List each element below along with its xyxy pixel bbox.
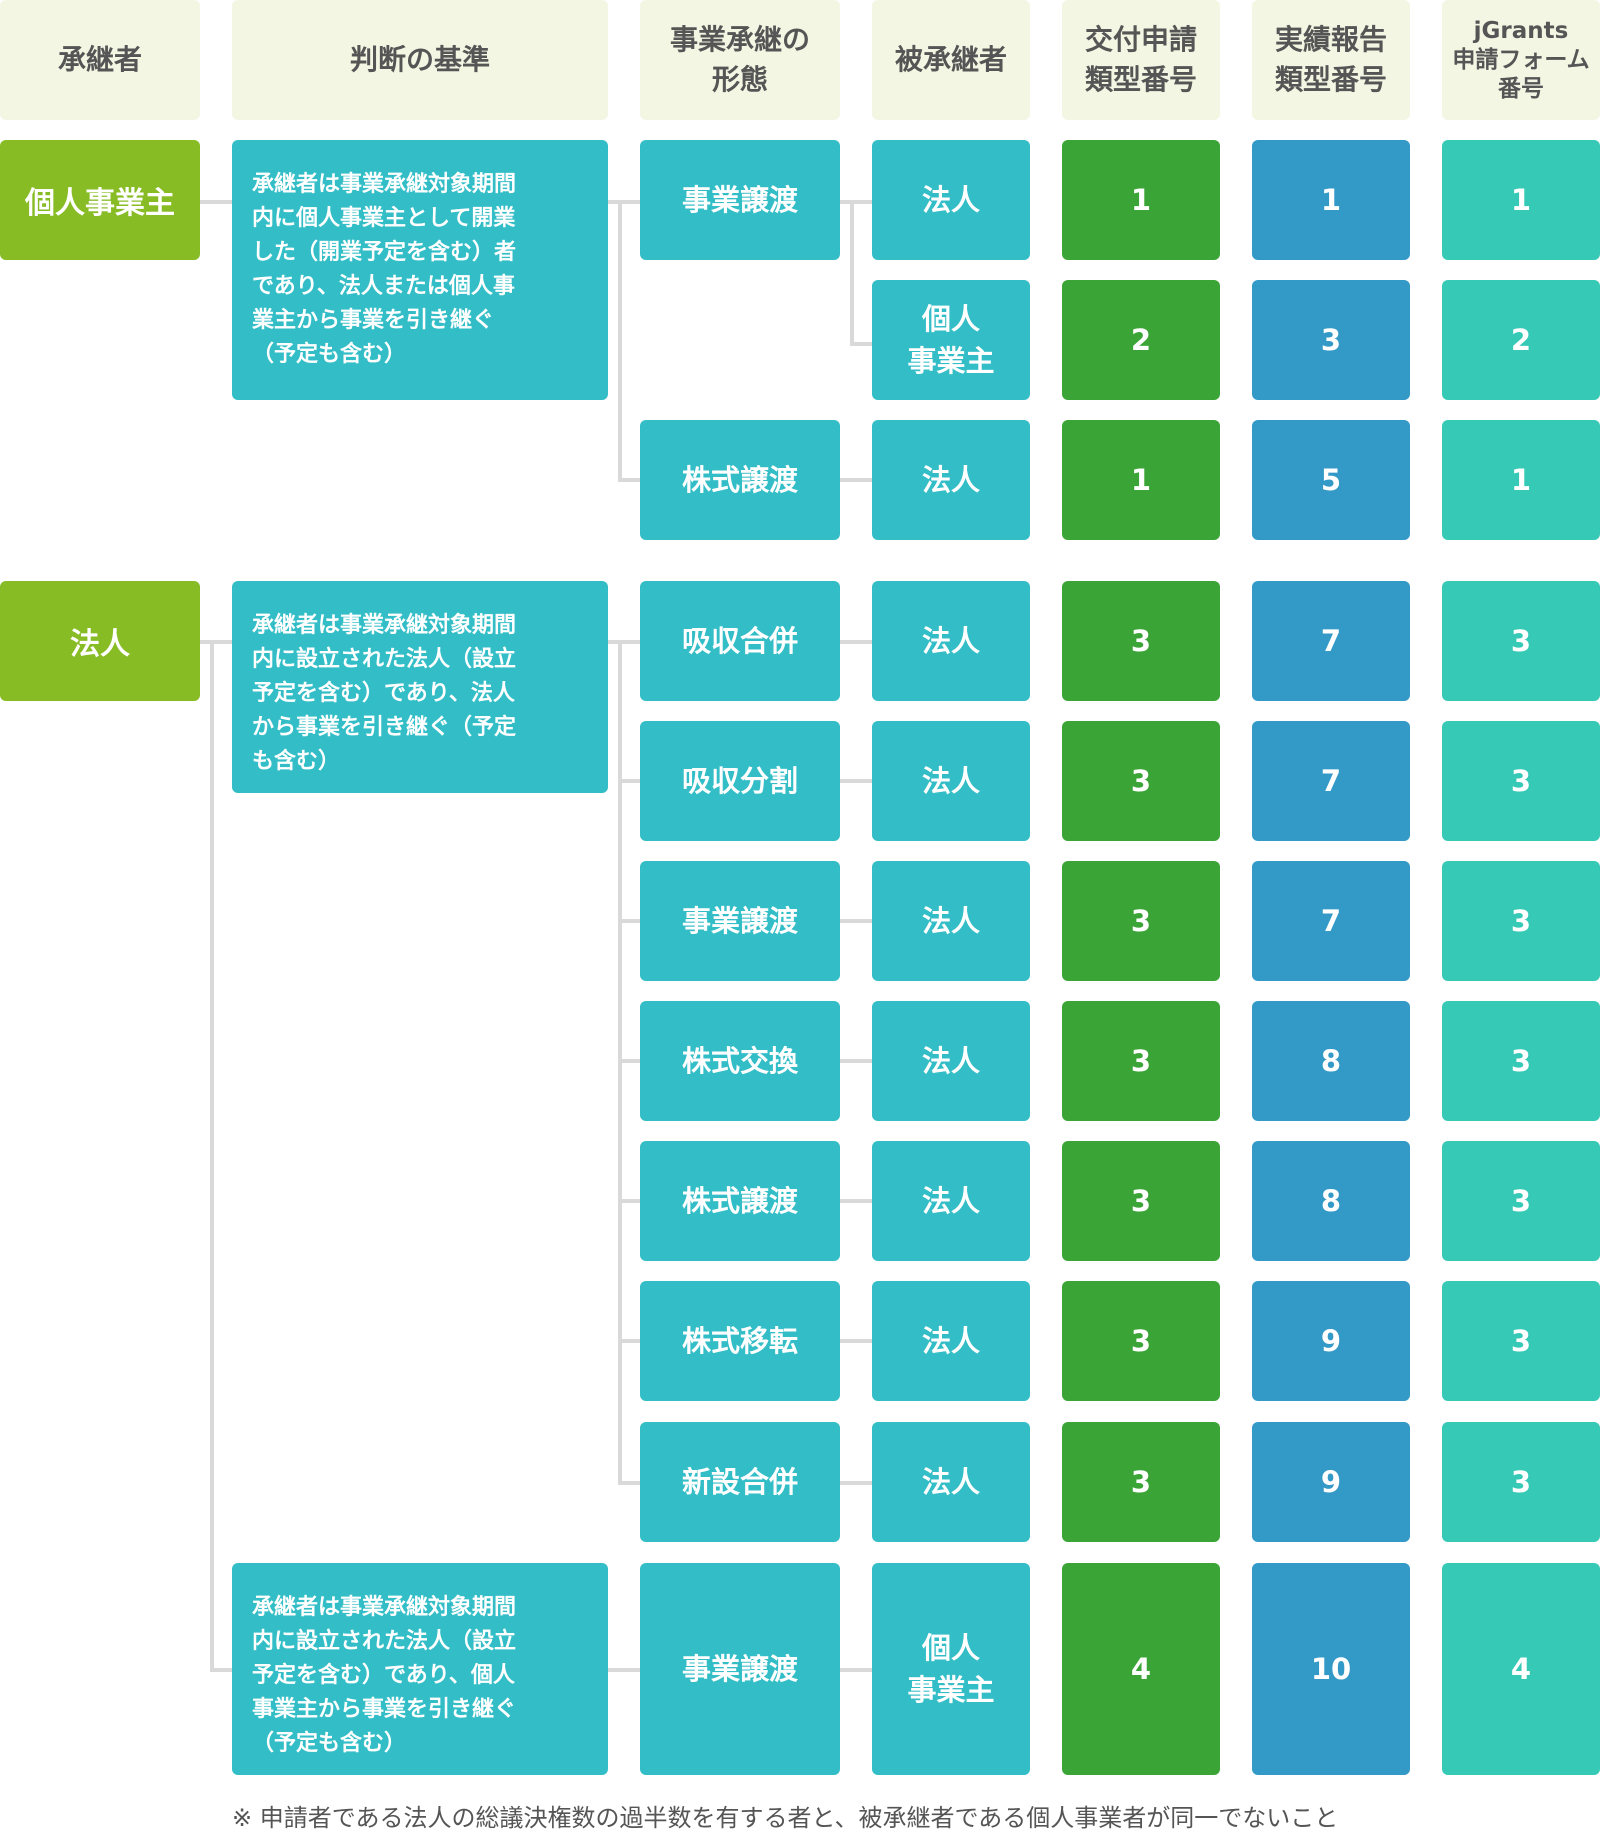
connector-line (840, 1339, 872, 1343)
form-cell: 事業譲渡 (640, 140, 840, 260)
header-criteria: 判断の基準 (232, 0, 608, 120)
report-type-cell: 9 (1252, 1422, 1410, 1542)
connector-line (618, 1481, 640, 1485)
form-cell: 株式譲渡 (640, 1141, 840, 1261)
connector-line (618, 1059, 640, 1063)
jgrants-form-cell: 3 (1442, 1281, 1600, 1401)
connector-line (210, 1668, 232, 1672)
report-type-cell: 10 (1252, 1563, 1410, 1775)
predecessor-cell: 法人 (872, 1141, 1030, 1261)
connector-line (840, 1668, 872, 1672)
connector-line (840, 919, 872, 923)
connector-line (840, 1481, 872, 1485)
jgrants-form-cell: 3 (1442, 721, 1600, 841)
form-cell: 事業譲渡 (640, 861, 840, 981)
grant-type-cell: 3 (1062, 581, 1220, 701)
connector-line (840, 478, 872, 482)
connector-line (618, 200, 622, 482)
grant-type-cell: 3 (1062, 861, 1220, 981)
connector-line (850, 200, 854, 346)
predecessor-cell: 法人 (872, 420, 1030, 540)
report-type-cell: 7 (1252, 861, 1410, 981)
form-cell: 株式移転 (640, 1281, 840, 1401)
connector-line (618, 1339, 640, 1343)
grant-type-cell: 3 (1062, 1422, 1220, 1542)
header-successor: 承継者 (0, 0, 200, 120)
connector-line (840, 779, 872, 783)
form-cell: 吸収分割 (640, 721, 840, 841)
jgrants-form-cell: 3 (1442, 1001, 1600, 1121)
criteria-box: 承継者は事業承継対象期間 内に設立された法人（設立 予定を含む）であり、法人 か… (232, 581, 608, 793)
connector-line (850, 342, 872, 346)
jgrants-form-cell: 3 (1442, 861, 1600, 981)
grant-type-cell: 3 (1062, 721, 1220, 841)
form-cell: 株式譲渡 (640, 420, 840, 540)
jgrants-form-cell: 3 (1442, 1141, 1600, 1261)
predecessor-cell: 法人 (872, 1422, 1030, 1542)
connector-line (618, 1199, 640, 1203)
connector-line (618, 478, 640, 482)
connector-line (200, 200, 232, 204)
jgrants-form-cell: 3 (1442, 1422, 1600, 1542)
form-cell: 事業譲渡 (640, 1563, 840, 1775)
header-predecessor: 被承継者 (872, 0, 1030, 120)
report-type-cell: 8 (1252, 1001, 1410, 1121)
predecessor-cell: 法人 (872, 721, 1030, 841)
predecessor-cell: 法人 (872, 581, 1030, 701)
predecessor-cell: 法人 (872, 1001, 1030, 1121)
criteria-box: 承継者は事業承継対象期間 内に設立された法人（設立 予定を含む）であり、個人 事… (232, 1563, 608, 1775)
grant-type-cell: 2 (1062, 280, 1220, 400)
report-type-cell: 7 (1252, 581, 1410, 701)
report-type-cell: 9 (1252, 1281, 1410, 1401)
form-cell: 吸収合併 (640, 581, 840, 701)
report-type-cell: 1 (1252, 140, 1410, 260)
jgrants-form-cell: 1 (1442, 420, 1600, 540)
footnote: ※ 申請者である法人の総議決権数の過半数を有する者と、被承継者である個人事業者が… (232, 1804, 1339, 1832)
predecessor-cell: 個人 事業主 (872, 1563, 1030, 1775)
predecessor-cell: 法人 (872, 861, 1030, 981)
connector-line (840, 1199, 872, 1203)
header-report-type: 実績報告 類型番号 (1252, 0, 1410, 120)
predecessor-cell: 法人 (872, 1281, 1030, 1401)
predecessor-cell: 個人 事業主 (872, 280, 1030, 400)
jgrants-form-cell: 4 (1442, 1563, 1600, 1775)
grant-type-cell: 3 (1062, 1281, 1220, 1401)
connector-line (200, 640, 232, 644)
connector-line (608, 640, 640, 644)
header-form: 事業承継の 形態 (640, 0, 840, 120)
report-type-cell: 3 (1252, 280, 1410, 400)
grant-type-cell: 3 (1062, 1001, 1220, 1121)
grant-type-cell: 1 (1062, 420, 1220, 540)
connector-line (840, 200, 872, 204)
connector-line (840, 1059, 872, 1063)
jgrants-form-cell: 3 (1442, 581, 1600, 701)
successor-sole-proprietor: 個人事業主 (0, 140, 200, 260)
connector-line (840, 640, 872, 644)
form-cell: 株式交換 (640, 1001, 840, 1121)
predecessor-cell: 法人 (872, 140, 1030, 260)
grant-type-cell: 1 (1062, 140, 1220, 260)
report-type-cell: 7 (1252, 721, 1410, 841)
connector-line (618, 919, 640, 923)
connector-line (608, 200, 640, 204)
connector-line (608, 1668, 640, 1672)
criteria-box: 承継者は事業承継対象期間 内に個人事業主として開業 した（開業予定を含む）者 で… (232, 140, 608, 400)
grant-type-cell: 4 (1062, 1563, 1220, 1775)
header-jgrants-form: jGrants 申請フォーム 番号 (1442, 0, 1600, 120)
report-type-cell: 5 (1252, 420, 1410, 540)
header-grant-type: 交付申請 類型番号 (1062, 0, 1220, 120)
connector-line (618, 779, 640, 783)
connector-line (210, 640, 214, 1672)
jgrants-form-cell: 2 (1442, 280, 1600, 400)
successor-corporation: 法人 (0, 581, 200, 701)
jgrants-form-cell: 1 (1442, 140, 1600, 260)
report-type-cell: 8 (1252, 1141, 1410, 1261)
grant-type-cell: 3 (1062, 1141, 1220, 1261)
form-cell: 新設合併 (640, 1422, 840, 1542)
